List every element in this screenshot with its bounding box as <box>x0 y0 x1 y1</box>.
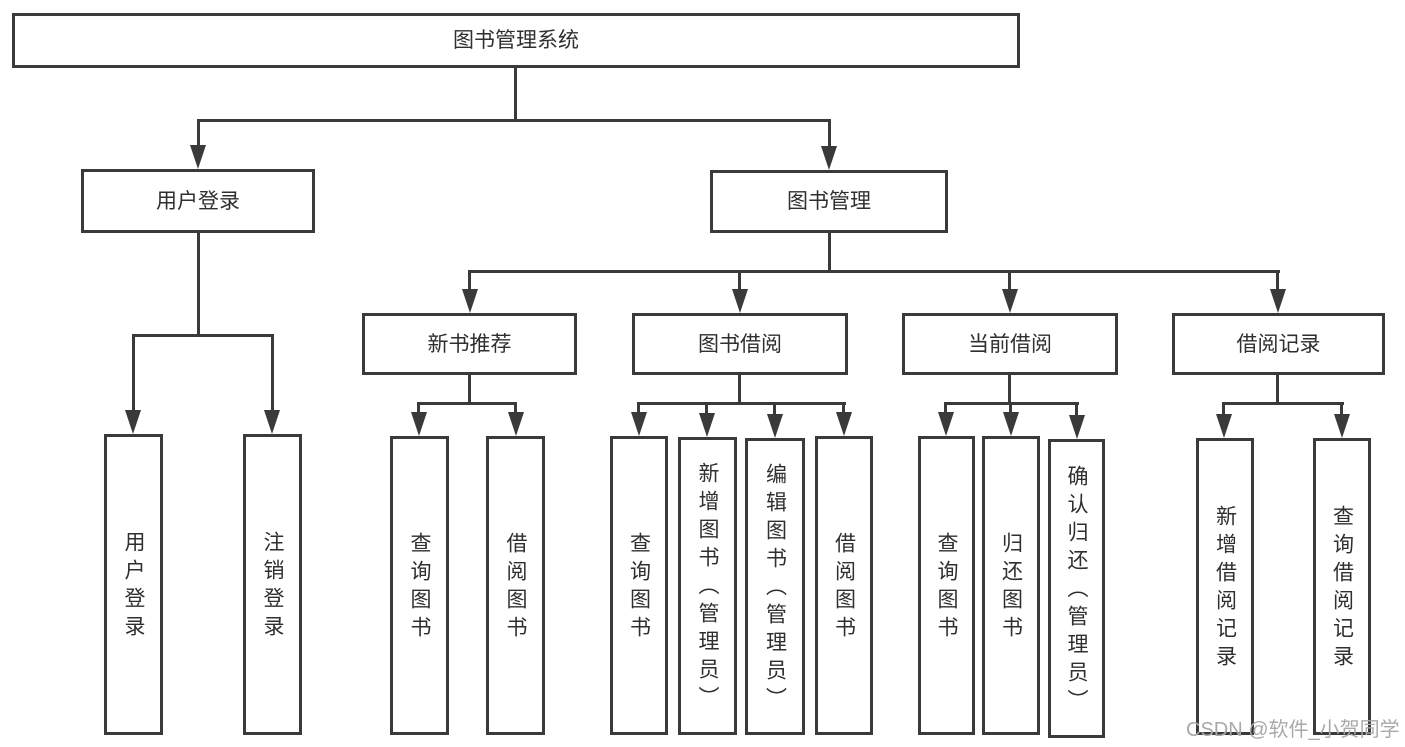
connector-line <box>773 402 776 415</box>
connector-line <box>469 270 1280 273</box>
connector-line <box>132 334 135 412</box>
arrow-down-icon <box>938 412 954 436</box>
connector-line <box>271 334 274 412</box>
leaf-borrow-lend-books: 借阅图书 <box>815 436 873 735</box>
leaf-logout: 注销登录 <box>243 434 302 735</box>
arrow-down-icon <box>508 412 524 436</box>
arrow-down-icon <box>190 145 206 169</box>
arrow-down-icon <box>125 410 141 434</box>
arrow-down-icon <box>462 289 478 313</box>
leaf-newbook-borrow-books: 借阅图书 <box>486 436 545 735</box>
leaf-borrow-add-books-admin: 新增图书（管理员） <box>678 437 737 735</box>
connector-line <box>705 402 708 414</box>
connector-line <box>1075 402 1078 417</box>
connector-line <box>1223 402 1344 405</box>
arrow-down-icon <box>699 413 715 437</box>
connector-line <box>1340 402 1343 416</box>
arrow-down-icon <box>1216 414 1232 438</box>
arrow-down-icon <box>767 414 783 438</box>
connector-line <box>638 402 846 405</box>
arrow-down-icon <box>1270 289 1286 313</box>
connector-line <box>738 373 741 405</box>
connector-line <box>514 402 517 414</box>
leaf-current-query-books: 查询图书 <box>918 436 975 735</box>
connector-line <box>197 119 831 122</box>
arrow-down-icon <box>1003 412 1019 436</box>
connector-line <box>1008 270 1011 290</box>
connector-line <box>417 402 420 414</box>
arrow-down-icon <box>836 412 852 436</box>
arrow-down-icon <box>821 146 837 170</box>
leaf-borrow-query-books: 查询图书 <box>610 436 668 735</box>
leaf-borrow-edit-books-admin: 编辑图书（管理员） <box>745 438 805 735</box>
node-current-borrow: 当前借阅 <box>902 313 1118 375</box>
connector-line <box>1276 373 1279 405</box>
connector-line <box>197 231 200 337</box>
arrow-down-icon <box>264 410 280 434</box>
arrow-down-icon <box>1069 415 1085 439</box>
connector-line <box>1009 402 1012 414</box>
node-library-system-root: 图书管理系统 <box>12 13 1020 68</box>
arrow-down-icon <box>1002 289 1018 313</box>
connector-line <box>468 373 471 405</box>
leaf-records-add: 新增借阅记录 <box>1196 438 1254 735</box>
node-new-book-recommend: 新书推荐 <box>362 313 577 375</box>
arrow-down-icon <box>732 289 748 313</box>
connector-line <box>197 119 200 147</box>
node-book-borrow: 图书借阅 <box>632 313 848 375</box>
leaf-newbook-query-books: 查询图书 <box>390 436 449 735</box>
arrow-down-icon <box>631 412 647 436</box>
leaf-records-query: 查询借阅记录 <box>1313 438 1371 735</box>
connector-line <box>944 402 947 414</box>
arrow-down-icon <box>1334 414 1350 438</box>
connector-line <box>945 402 1079 405</box>
connector-line <box>828 231 831 273</box>
node-book-management-branch: 图书管理 <box>710 170 948 233</box>
connector-line <box>1276 270 1279 290</box>
leaf-current-return-books: 归还图书 <box>982 436 1040 735</box>
connector-line <box>468 270 471 290</box>
connector-line <box>1008 373 1011 405</box>
arrow-down-icon <box>411 412 427 436</box>
connector-line <box>132 334 274 337</box>
leaf-current-confirm-return-admin: 确认归还（管理员） <box>1048 439 1105 738</box>
node-borrow-records: 借阅记录 <box>1172 313 1385 375</box>
connector-line <box>637 402 640 414</box>
csdn-watermark: CSDN @软件_小贺同学 <box>1186 719 1400 741</box>
connector-line <box>417 402 517 405</box>
connector-line <box>1222 402 1225 416</box>
connector-line <box>514 66 517 122</box>
connector-line <box>842 402 845 414</box>
node-user-login-branch: 用户登录 <box>81 169 315 233</box>
leaf-user-login: 用户登录 <box>104 434 163 735</box>
connector-line <box>738 270 741 290</box>
connector-line <box>828 119 831 148</box>
